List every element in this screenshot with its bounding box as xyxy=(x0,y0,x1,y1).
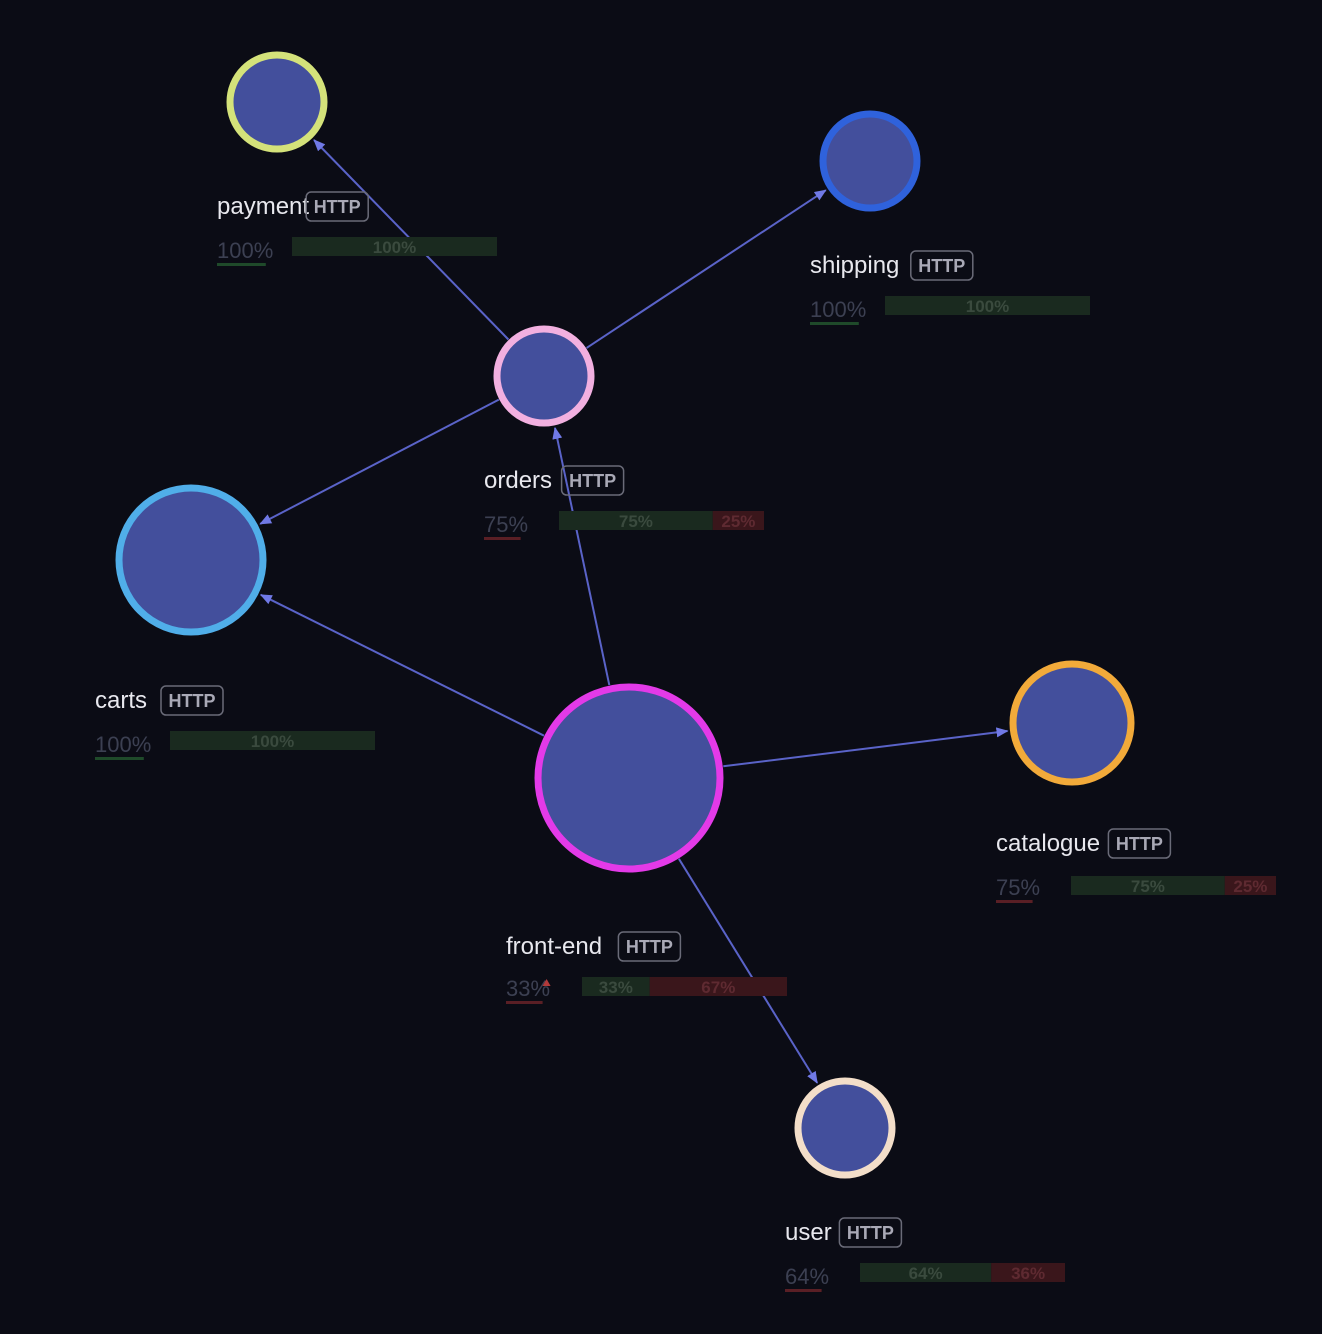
protocol-badge-label: HTTP xyxy=(918,256,965,276)
error-bar xyxy=(1224,876,1276,895)
protocol-badge-label: HTTP xyxy=(169,691,216,711)
success-bar xyxy=(885,296,1090,315)
success-rate-underline xyxy=(95,757,144,760)
error-bar xyxy=(649,977,787,996)
success-rate-underline xyxy=(785,1289,822,1292)
success-rate-value: 100% xyxy=(95,732,151,757)
node-label: catalogue xyxy=(996,830,1100,857)
success-rate-value: 100% xyxy=(810,297,866,322)
error-bar-label: 25% xyxy=(1233,877,1267,896)
edge-front-end-to-orders xyxy=(552,426,611,686)
node-circle-payment[interactable] xyxy=(226,51,328,153)
success-rate-value: 75% xyxy=(484,512,528,537)
success-bar-label: 75% xyxy=(1131,877,1165,896)
protocol-badge xyxy=(160,685,224,716)
protocol-badge xyxy=(617,931,682,962)
node-shipping[interactable]: shipping HTTP 100% 100% xyxy=(810,110,1090,325)
success-rate-underline xyxy=(996,900,1033,903)
node-label: carts xyxy=(95,687,147,714)
protocol-badge xyxy=(305,191,369,222)
protocol-badge xyxy=(838,1217,903,1248)
node-circle-carts[interactable] xyxy=(115,484,267,636)
node-carts[interactable]: carts HTTP 100% 100% xyxy=(95,484,375,760)
node-circle-user[interactable] xyxy=(794,1077,896,1179)
success-bar xyxy=(860,1263,992,1282)
error-bar xyxy=(712,511,764,530)
error-bar xyxy=(991,1263,1065,1282)
node-orders[interactable]: orders HTTP 75% 75% 25% xyxy=(484,325,764,540)
node-label: orders xyxy=(484,467,552,494)
success-rate-underline xyxy=(217,263,266,266)
protocol-badge-label: HTTP xyxy=(626,937,673,957)
edge-orders-to-shipping xyxy=(586,189,827,349)
edges-layer xyxy=(259,139,1009,1084)
node-label: payment xyxy=(217,193,309,220)
success-rate-value: 33% xyxy=(506,976,550,1001)
success-bar xyxy=(292,237,497,256)
edge-front-end-to-carts xyxy=(259,593,545,737)
edge-front-end-to-catalogue xyxy=(723,727,1009,768)
protocol-badge-label: HTTP xyxy=(1116,834,1163,854)
success-bar-label: 64% xyxy=(909,1264,943,1283)
node-front-end[interactable]: front-end HTTP 33% 33% 67% xyxy=(506,683,787,1004)
error-bar-label: 67% xyxy=(701,978,735,997)
success-rate-value: 75% xyxy=(996,875,1040,900)
node-circle-shipping[interactable] xyxy=(819,110,921,212)
protocol-badge-label: HTTP xyxy=(847,1223,894,1243)
success-rate-value: 100% xyxy=(217,238,273,263)
node-label: shipping xyxy=(810,252,899,279)
success-bar-label: 75% xyxy=(619,512,653,531)
success-bar-label: 100% xyxy=(251,732,294,751)
success-bar xyxy=(582,977,650,996)
node-catalogue[interactable]: catalogue HTTP 75% 75% 25% xyxy=(996,660,1276,903)
error-bar-label: 25% xyxy=(721,512,755,531)
protocol-badge-label: HTTP xyxy=(314,197,361,217)
success-bar-label: 100% xyxy=(966,297,1009,316)
success-bar xyxy=(170,731,375,750)
node-circle-catalogue[interactable] xyxy=(1009,660,1135,786)
success-bar xyxy=(1071,876,1225,895)
protocol-badge-label: HTTP xyxy=(569,471,616,491)
protocol-badge xyxy=(560,465,625,496)
edge-front-end-to-user xyxy=(678,858,819,1084)
node-user[interactable]: user HTTP 64% 64% 36% xyxy=(785,1077,1065,1292)
success-rate-underline xyxy=(506,1001,543,1004)
success-rate-underline xyxy=(484,537,521,540)
edge-orders-to-carts xyxy=(259,398,500,525)
protocol-badge xyxy=(1107,828,1172,859)
node-label: user xyxy=(785,1219,832,1246)
node-circle-orders[interactable] xyxy=(493,325,595,427)
success-bar xyxy=(559,511,713,530)
success-bar-label: 33% xyxy=(599,978,633,997)
protocol-badge xyxy=(910,250,974,281)
node-label: front-end xyxy=(506,933,602,960)
success-rate-value: 64% xyxy=(785,1264,829,1289)
alert-icon xyxy=(542,979,551,986)
success-rate-underline xyxy=(810,322,859,325)
error-bar-label: 36% xyxy=(1011,1264,1045,1283)
success-bar-label: 100% xyxy=(373,238,416,257)
node-circle-front-end[interactable] xyxy=(534,683,724,873)
